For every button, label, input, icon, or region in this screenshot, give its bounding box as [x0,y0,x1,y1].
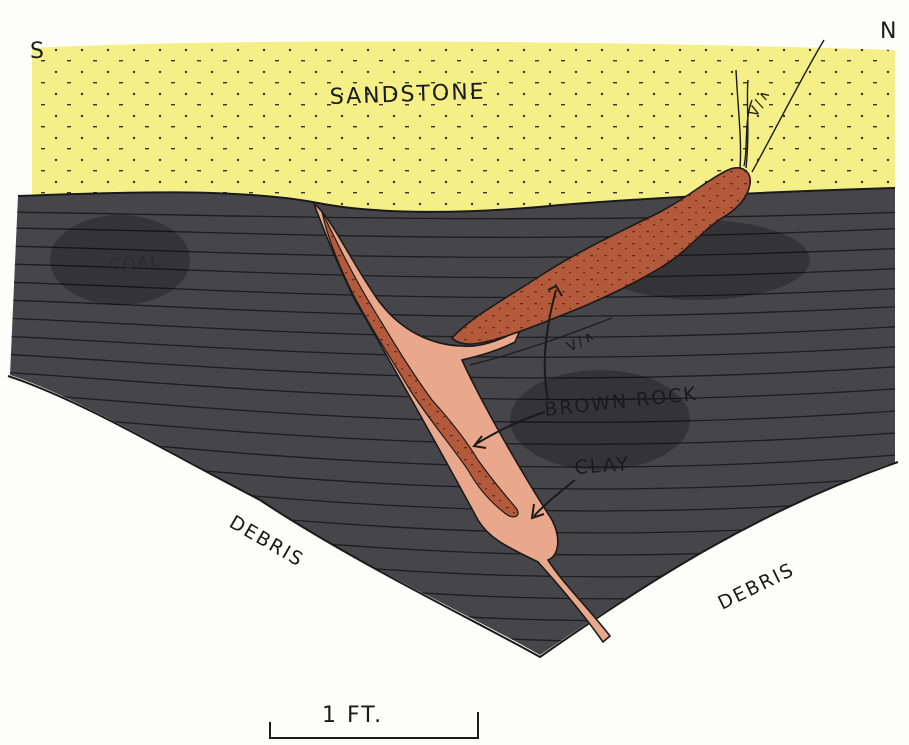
scale-bar-label: 1 FT. [322,703,383,728]
clay-label: CLAY [574,453,631,479]
compass-north: N [880,19,898,44]
compass-south: S [30,39,46,64]
sandstone-dot-texture [32,42,895,212]
coal-label: COAL [109,251,162,274]
